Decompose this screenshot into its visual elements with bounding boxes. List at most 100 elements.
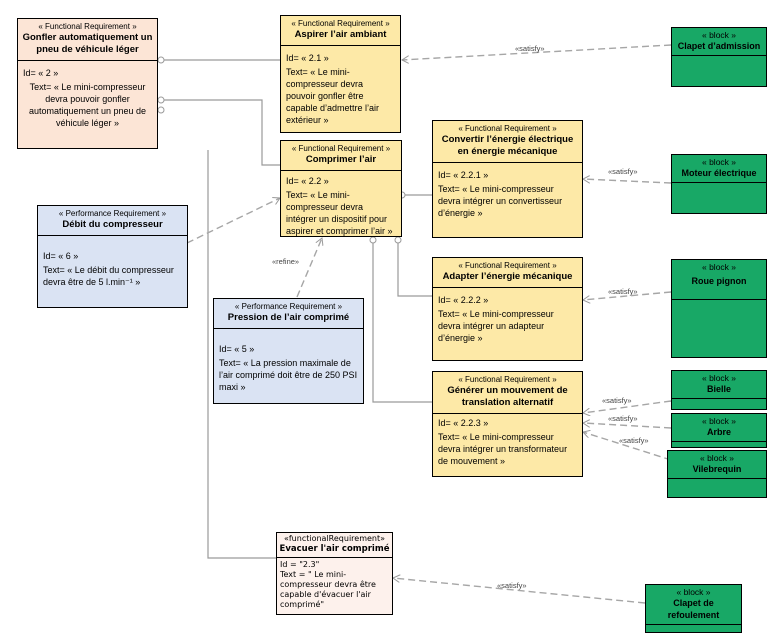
stereotype-label: « block » [699, 453, 735, 463]
requirement-body: Id= « 6 » Text= « Le débit du compresseu… [38, 236, 187, 294]
requirement-title: Pression de l’air comprimé [227, 312, 350, 323]
requirement-title: Adapter l’énergie mécanique [442, 271, 573, 282]
trace-line-debit [186, 198, 280, 244]
block-name: Moteur électrique [681, 168, 757, 178]
requirement-header: « Functional Requirement » Aspirer l’air… [281, 16, 400, 46]
requirement-id: Id= « 2.2.1 » [438, 170, 489, 180]
block-roue-pignon[interactable]: « block » Roue pignon [671, 259, 767, 358]
requirement-5[interactable]: « Performance Requirement » Pression de … [213, 298, 364, 404]
containment-anchor [157, 106, 165, 114]
requirement-title: Comprimer l’air [305, 154, 377, 165]
satisfy-line-roue-pignon [583, 291, 672, 300]
satisfy-line-vilebrequin [583, 432, 672, 461]
requirement-body: Id= « 2.2.2 » Text= « Le mini-compresseu… [433, 288, 582, 350]
block-header: « block » Arbre [672, 414, 766, 442]
satisfy-label: «satisfy» [608, 414, 638, 423]
block-name: Vilebrequin [692, 464, 742, 474]
stereotype-label: « block » [701, 373, 737, 383]
requirement-text: Text= « Le débit du compresseur devra êt… [43, 265, 177, 287]
requirement-text: Text= « Le mini-compresseur devra intégr… [438, 309, 557, 343]
requirement-2-2-3[interactable]: « Functional Requirement » Générer un mo… [432, 371, 583, 477]
block-header: « block » Bielle [672, 371, 766, 399]
containment-line-22-223 [372, 238, 432, 403]
requirement-header: « Performance Requirement » Pression de … [214, 299, 363, 329]
requirement-body: Id = "2.3" Text = " Le mini-compresseur … [277, 558, 392, 612]
requirement-2[interactable]: « Functional Requirement » Gonfler autom… [17, 18, 158, 149]
block-clapet-refoulement[interactable]: « block » Clapet de refoulement [645, 584, 742, 633]
block-clapet-admission[interactable]: « block » Clapet d’admission [671, 27, 767, 87]
requirement-title: Gonfler automatiquement un pneu de véhic… [22, 32, 153, 55]
requirement-id: Id= « 2.2.2 » [438, 295, 489, 305]
requirement-id: Id= « 2 » [23, 68, 59, 78]
stereotype-label: « Performance Requirement » [58, 209, 167, 218]
requirement-title: Convertir l’énergie électrique en énergi… [441, 134, 574, 157]
requirement-text: Text= « La pression maximale de l’air co… [219, 358, 360, 392]
requirement-body: Id= « 2.2.1 » Text= « Le mini-compresseu… [433, 163, 582, 225]
requirement-header: « Functional Requirement » Générer un mo… [433, 372, 582, 414]
stereotype-label: « Functional Requirement » [458, 124, 557, 133]
requirement-2-2-2[interactable]: « Functional Requirement » Adapter l’éne… [432, 257, 583, 361]
requirement-title: Débit du compresseur [62, 219, 163, 230]
stereotype-label: « Functional Requirement » [458, 375, 557, 384]
requirement-2-1[interactable]: « Functional Requirement » Aspirer l’air… [280, 15, 401, 133]
requirement-text: Text= « Le mini-compresseur devra pouvoi… [28, 82, 149, 128]
requirement-body: Id= « 2.2.3 » Text= « Le mini-compresseu… [433, 414, 582, 473]
stereotype-label: « Functional Requirement » [38, 22, 137, 31]
requirement-header: « Functional Requirement » Adapter l’éne… [433, 258, 582, 288]
block-bielle[interactable]: « block » Bielle [671, 370, 767, 410]
block-header: « block » Moteur électrique [672, 155, 766, 183]
satisfy-line-arbre [583, 423, 672, 429]
block-vilebrequin[interactable]: « block » Vilebrequin [667, 450, 767, 498]
requirement-header: « Functional Requirement » Gonfler autom… [18, 19, 157, 61]
stereotype-label: « block » [701, 157, 737, 167]
requirement-body: Id= « 2 » Text= « Le mini-compresseur de… [18, 61, 157, 135]
requirement-text: Text= « Le mini-compresseur devra intégr… [438, 184, 565, 218]
requirement-header: « Functional Requirement » Comprimer l’a… [281, 141, 401, 171]
satisfy-label: «satisfy» [602, 396, 632, 405]
satisfy-label: «satisfy» [497, 581, 527, 590]
requirement-text: Text = " Le mini-compresseur devra être … [280, 570, 379, 609]
containment-line-2-22 [158, 99, 280, 166]
refine-line-pression [296, 238, 322, 298]
stereotype-label: « Functional Requirement » [291, 19, 390, 28]
satisfy-label: «satisfy» [608, 287, 638, 296]
block-moteur-electrique[interactable]: « block » Moteur électrique [671, 154, 767, 214]
requirement-text: Text= « Le mini-compresseur devra intégr… [286, 190, 393, 236]
block-name: Arbre [706, 427, 731, 437]
requirement-2-2-1[interactable]: « Functional Requirement » Convertir l’é… [432, 120, 583, 238]
requirement-id: Id= « 5 » [219, 344, 255, 354]
block-name: Clapet d’admission [677, 41, 761, 51]
requirement-2-2[interactable]: « Functional Requirement » Comprimer l’a… [280, 140, 402, 237]
requirement-body: Id= « 2.2 » Text= « Le mini-compresseur … [281, 171, 401, 243]
block-header: « block » Clapet de refoulement [646, 585, 741, 625]
requirement-6[interactable]: « Performance Requirement » Débit du com… [37, 205, 188, 308]
block-arbre[interactable]: « block » Arbre [671, 413, 767, 448]
containment-anchor [369, 236, 377, 244]
containment-anchor [394, 236, 402, 244]
stereotype-label: « block » [701, 416, 737, 426]
satisfy-label: «satisfy» [515, 44, 545, 53]
stereotype-label: « Functional Requirement » [291, 144, 391, 153]
block-name: Roue pignon [691, 276, 747, 286]
block-header: « block » Vilebrequin [668, 451, 766, 479]
block-header: « block » Clapet d’admission [672, 28, 766, 56]
satisfy-line-moteur [583, 179, 672, 184]
requirement-2-3[interactable]: «functionalRequirement» Evacuer l'air co… [276, 532, 393, 615]
stereotype-label: « block » [701, 30, 737, 40]
satisfy-line-clapet-admission [402, 44, 672, 60]
requirement-id: Id= « 2.1 » [286, 53, 329, 63]
requirement-header: «functionalRequirement» Evacuer l'air co… [277, 533, 392, 558]
requirement-title: Générer un mouvement de translation alte… [447, 385, 568, 408]
block-header: « block » Roue pignon [672, 260, 766, 300]
satisfy-line-bielle [583, 400, 672, 413]
requirement-text: Text= « Le mini-compresseur devra pouvoi… [286, 67, 382, 125]
requirement-id: Id = "2.3" [280, 560, 320, 569]
containment-anchor [157, 56, 165, 64]
stereotype-label: « block » [701, 262, 737, 272]
satisfy-label: «satisfy» [619, 436, 649, 445]
requirement-title: Aspirer l’air ambiant [294, 29, 387, 40]
requirement-id: Id= « 6 » [43, 251, 79, 261]
stereotype-label: « Functional Requirement » [458, 261, 557, 270]
satisfy-line-clapet-refoulement [393, 578, 646, 604]
